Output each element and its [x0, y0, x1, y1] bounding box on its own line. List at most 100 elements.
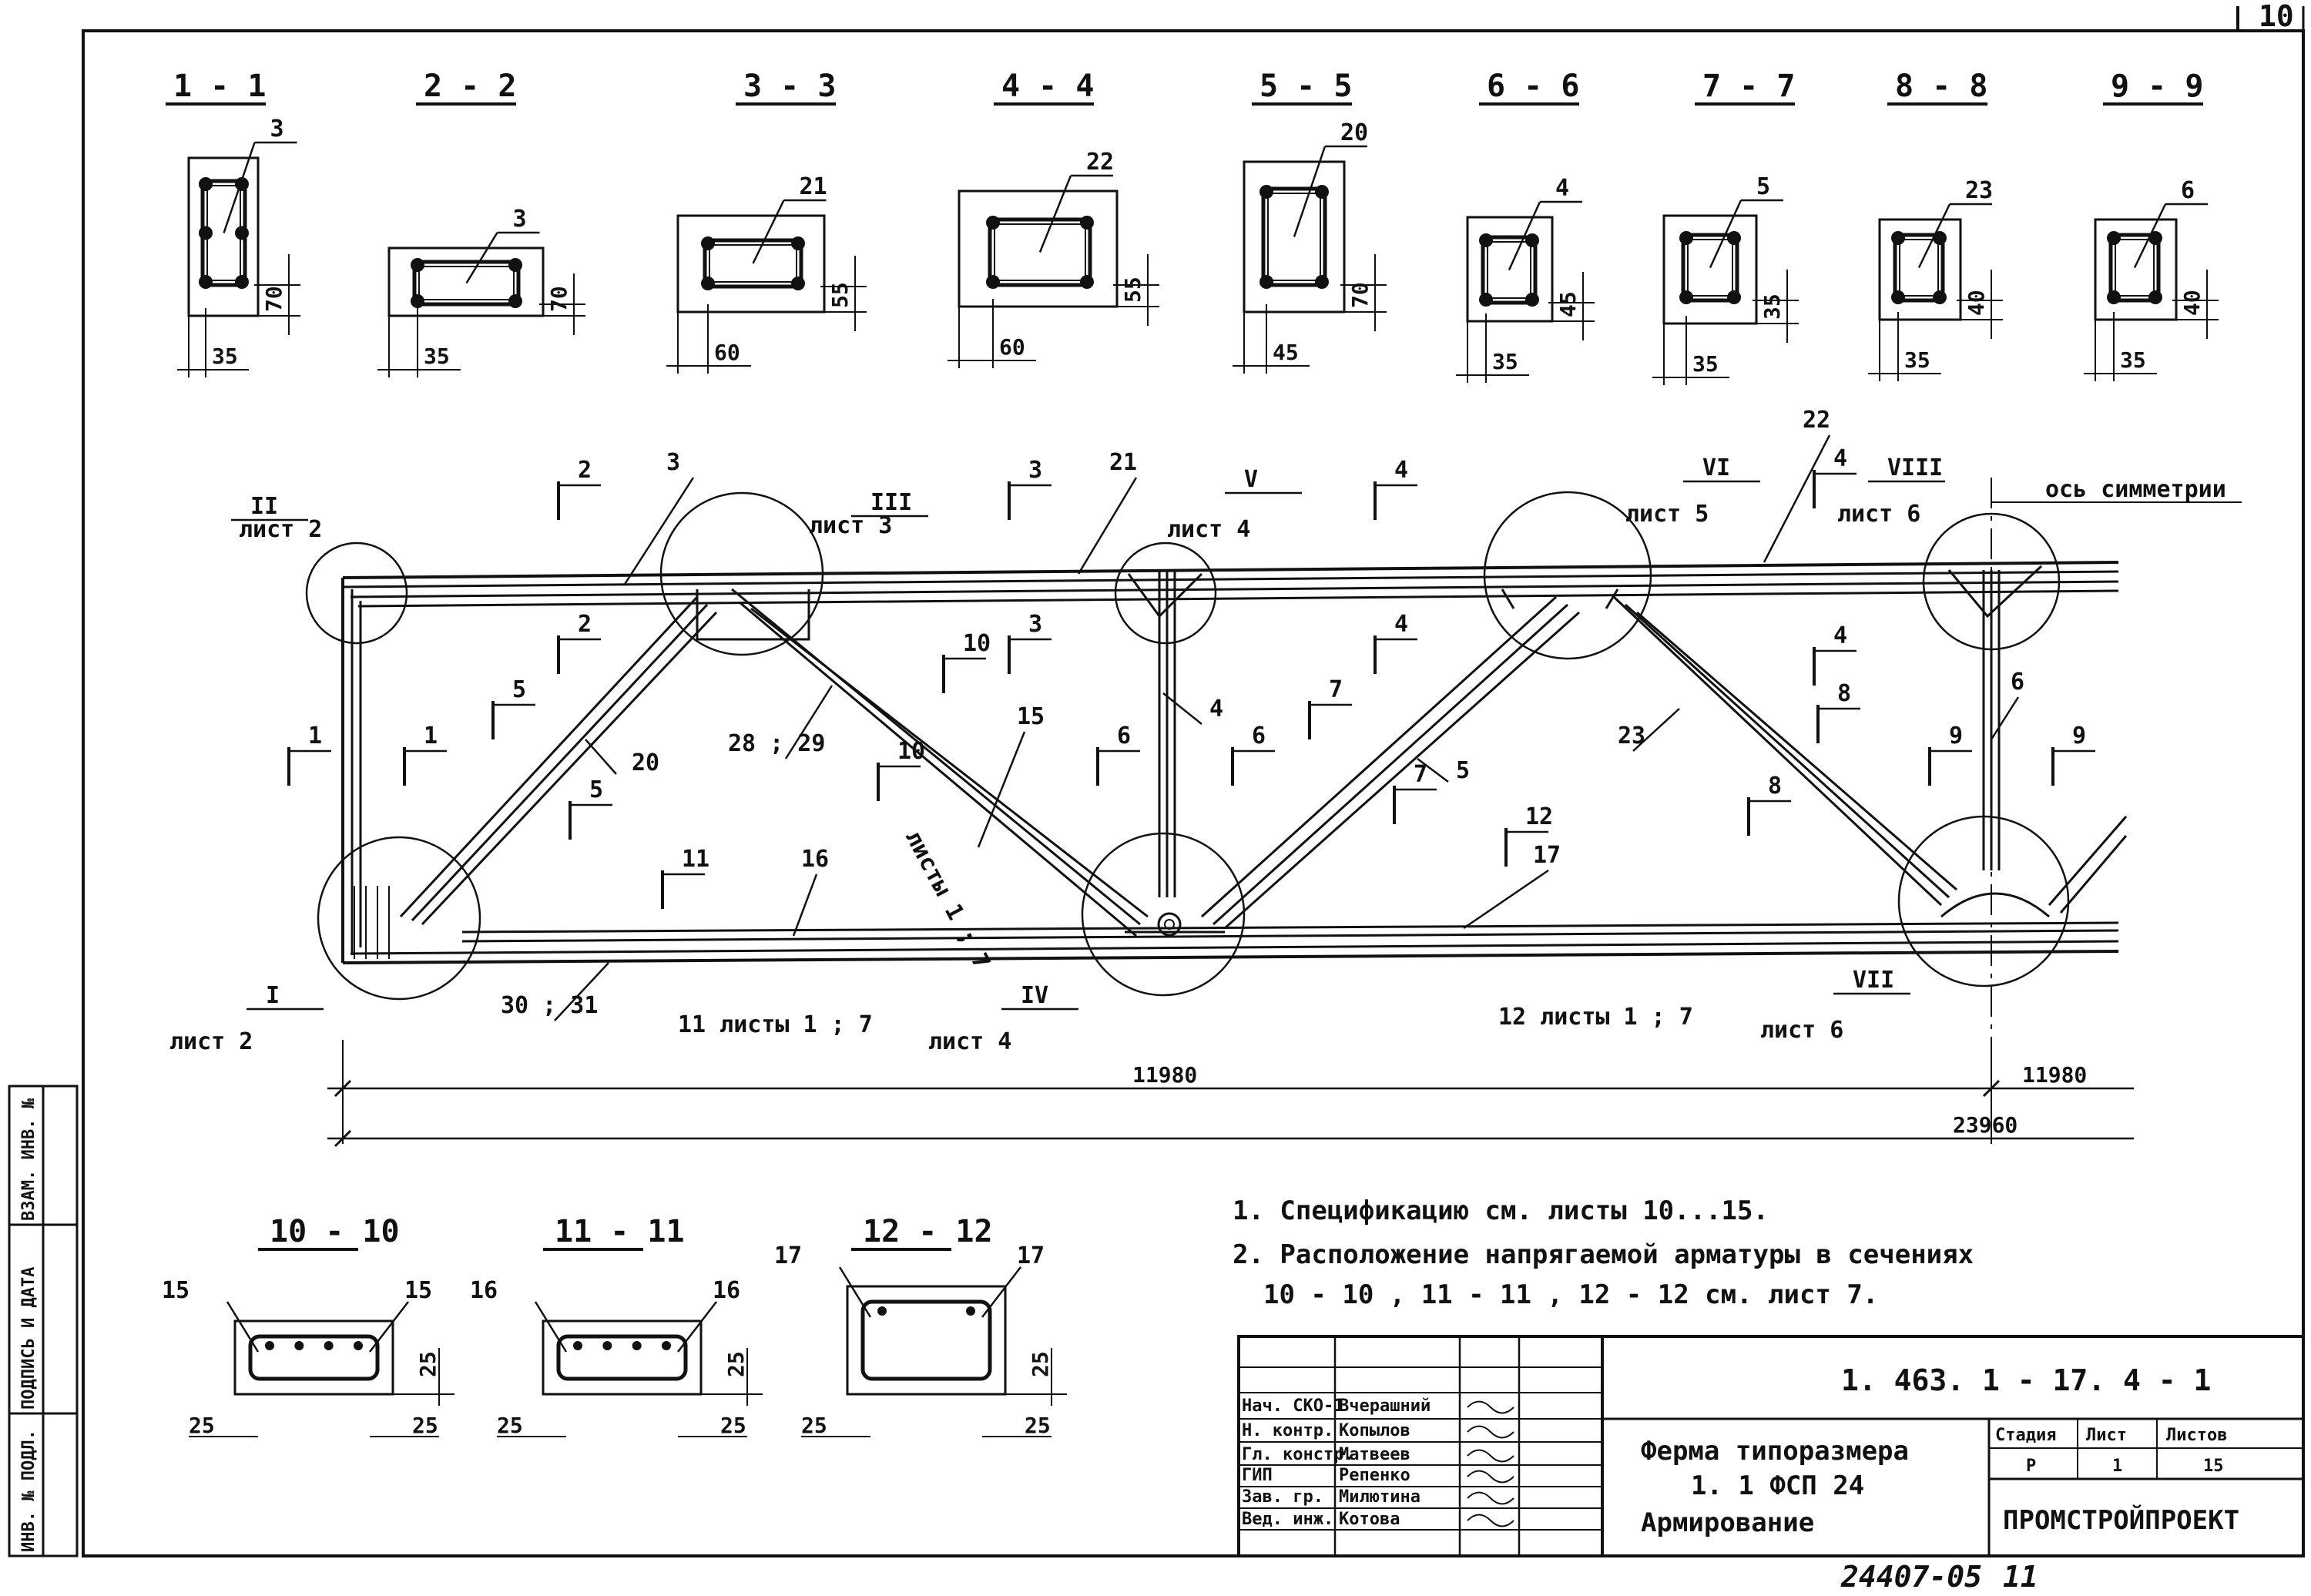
position-label-3: 20: [632, 749, 659, 776]
section-title: 12 - 12: [863, 1214, 993, 1249]
dim-left: 25: [801, 1413, 827, 1438]
position-leader: [554, 962, 609, 1021]
dim-total: 23960: [1953, 1112, 2018, 1138]
leader-line: [1709, 200, 1742, 269]
stirrup-inner: [1487, 241, 1531, 299]
concrete-outline: [846, 1285, 1007, 1396]
dim-vertical: 40: [2179, 290, 2205, 316]
side-stamp: [8, 1085, 79, 1557]
rebar-dot: [1933, 290, 1947, 304]
concrete-outline: [676, 214, 826, 314]
rebar-dot: [701, 277, 715, 290]
position-label-6: 5: [1456, 757, 1470, 784]
note-1: 1. Спецификацию см. листы 10...15.: [1233, 1195, 1769, 1226]
staff-name: Копылов: [1339, 1421, 1410, 1440]
rebar-dot: [235, 226, 249, 240]
dim-side: 25: [415, 1351, 441, 1377]
stirrup: [703, 238, 803, 289]
cut-mark: 10: [877, 738, 925, 801]
position-left: 17: [774, 1242, 802, 1269]
section-title: 11 - 11: [555, 1214, 685, 1249]
dim-vertical: 70: [546, 286, 572, 312]
rebar-dot: [1679, 231, 1693, 245]
cut-mark: 11: [661, 846, 709, 909]
rebar-dot: [2107, 231, 2121, 245]
archive-sheet: 11: [2003, 1560, 2038, 1594]
cut-mark: 5: [569, 776, 612, 840]
rebar-dot: [1727, 290, 1741, 304]
cut-mark: 1: [287, 723, 331, 786]
stirrup: [1681, 233, 1739, 303]
leader-line: [752, 200, 785, 264]
sheet-ref-10: листы 1 ; 7: [900, 826, 995, 974]
staff-role: Вед. инж.: [1242, 1510, 1333, 1529]
position-label-7: 23: [1618, 723, 1645, 749]
node-sheet: лист 2: [169, 1028, 253, 1055]
rebar-dot: [199, 226, 213, 240]
node-roman: IV: [1021, 982, 1048, 1009]
leader-line: [1508, 201, 1541, 271]
concrete-outline: [1878, 218, 1962, 321]
position-leader: [784, 685, 834, 759]
side-swap-inv: ВЗАМ. ИНВ. №: [19, 1098, 39, 1221]
concrete-outline: [542, 1319, 703, 1396]
cut-label: 4: [1394, 611, 1408, 638]
section-title: 1 - 1: [173, 69, 266, 104]
position-left: 16: [470, 1277, 498, 1304]
dim-left: 25: [189, 1413, 215, 1438]
staff-row: Гл. констр.Матвеев: [1242, 1445, 1514, 1464]
stage-header: Стадия: [1995, 1426, 2056, 1445]
leader-line: [838, 1266, 872, 1318]
cut-mark: 4: [1374, 457, 1417, 520]
rebar-dot: [294, 1341, 304, 1350]
rebar-dot: [966, 1306, 975, 1316]
position-leader: [1463, 869, 1549, 930]
doc-code: 1. 463. 1 - 17. 4 - 1: [1841, 1363, 2211, 1397]
leader-line: [534, 1301, 568, 1353]
position-right: 16: [713, 1277, 740, 1304]
organization: ПРОМСТРОЙПРОЕКТ: [2003, 1504, 2239, 1536]
cut-mark: 3: [1008, 611, 1052, 674]
concrete-outline: [2094, 218, 2178, 321]
stirrup: [412, 260, 521, 307]
title-line-1: Ферма типоразмера: [1641, 1436, 1909, 1467]
position-leader: [585, 739, 617, 775]
corner-sheet-number: 10: [2259, 0, 2294, 33]
cut-label: 5: [589, 776, 603, 803]
sheet-ref-11: 11 листы 1 ; 7: [678, 1011, 873, 1038]
cut-label: 9: [1949, 723, 1963, 749]
stirrup-inner: [1899, 239, 1939, 297]
cut-mark: 5: [491, 676, 535, 739]
cut-mark: 7: [1393, 761, 1437, 824]
staff-role: Зав. гр.: [1242, 1487, 1323, 1507]
cut-mark: 7: [1308, 676, 1352, 739]
dim-vertical: 35: [1759, 293, 1785, 320]
cut-label: 5: [512, 676, 526, 703]
rebar-dot: [235, 275, 249, 289]
node-roman: VIII: [1887, 454, 1943, 481]
dim-right: 25: [1025, 1413, 1051, 1438]
staff-role: Нач. СКО-1: [1242, 1396, 1343, 1416]
title-line-2: 1. 1 ФСП 24: [1691, 1470, 1864, 1501]
position-number: 23: [1965, 177, 1993, 204]
cut-label: 6: [1252, 723, 1266, 749]
node-roman: III: [870, 489, 912, 516]
rebar-dot: [1315, 275, 1329, 289]
dim-horizontal: 35: [424, 344, 450, 369]
sheets-header: Листов: [2166, 1426, 2227, 1445]
dim-side: 25: [1028, 1351, 1053, 1377]
leader-line: [465, 232, 498, 284]
dim-vertical: 55: [827, 282, 853, 308]
rebar-dot: [986, 275, 1000, 289]
side-inv-orig: ИНВ. № ПОДЛ.: [19, 1430, 39, 1552]
